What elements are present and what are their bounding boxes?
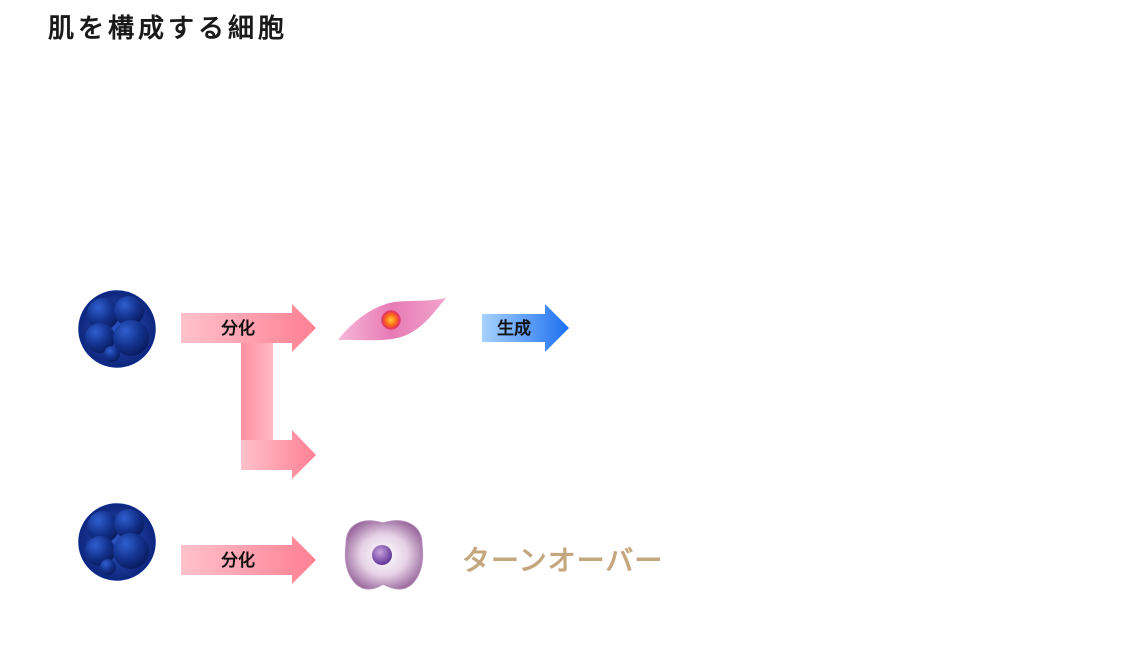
keratinocyte-icon [344,520,424,590]
differentiation-arrow-bottom: 分化 [181,536,316,584]
stem-cell-icon [78,290,156,368]
differentiation-label-top: 分化 [221,318,255,339]
differentiation-arrow-top: 分化 [181,304,316,352]
differentiation-label-bottom: 分化 [221,550,255,571]
fibroblast-icon [338,298,446,341]
page-title: 肌を構成する細胞 [48,14,289,44]
turnover-label: ターンオーバー [462,544,663,577]
stem-cell-icon [78,503,156,581]
generate-label: 生成 [497,318,531,339]
generate-arrow: 生成 [482,304,569,352]
branch-connector [241,343,316,479]
